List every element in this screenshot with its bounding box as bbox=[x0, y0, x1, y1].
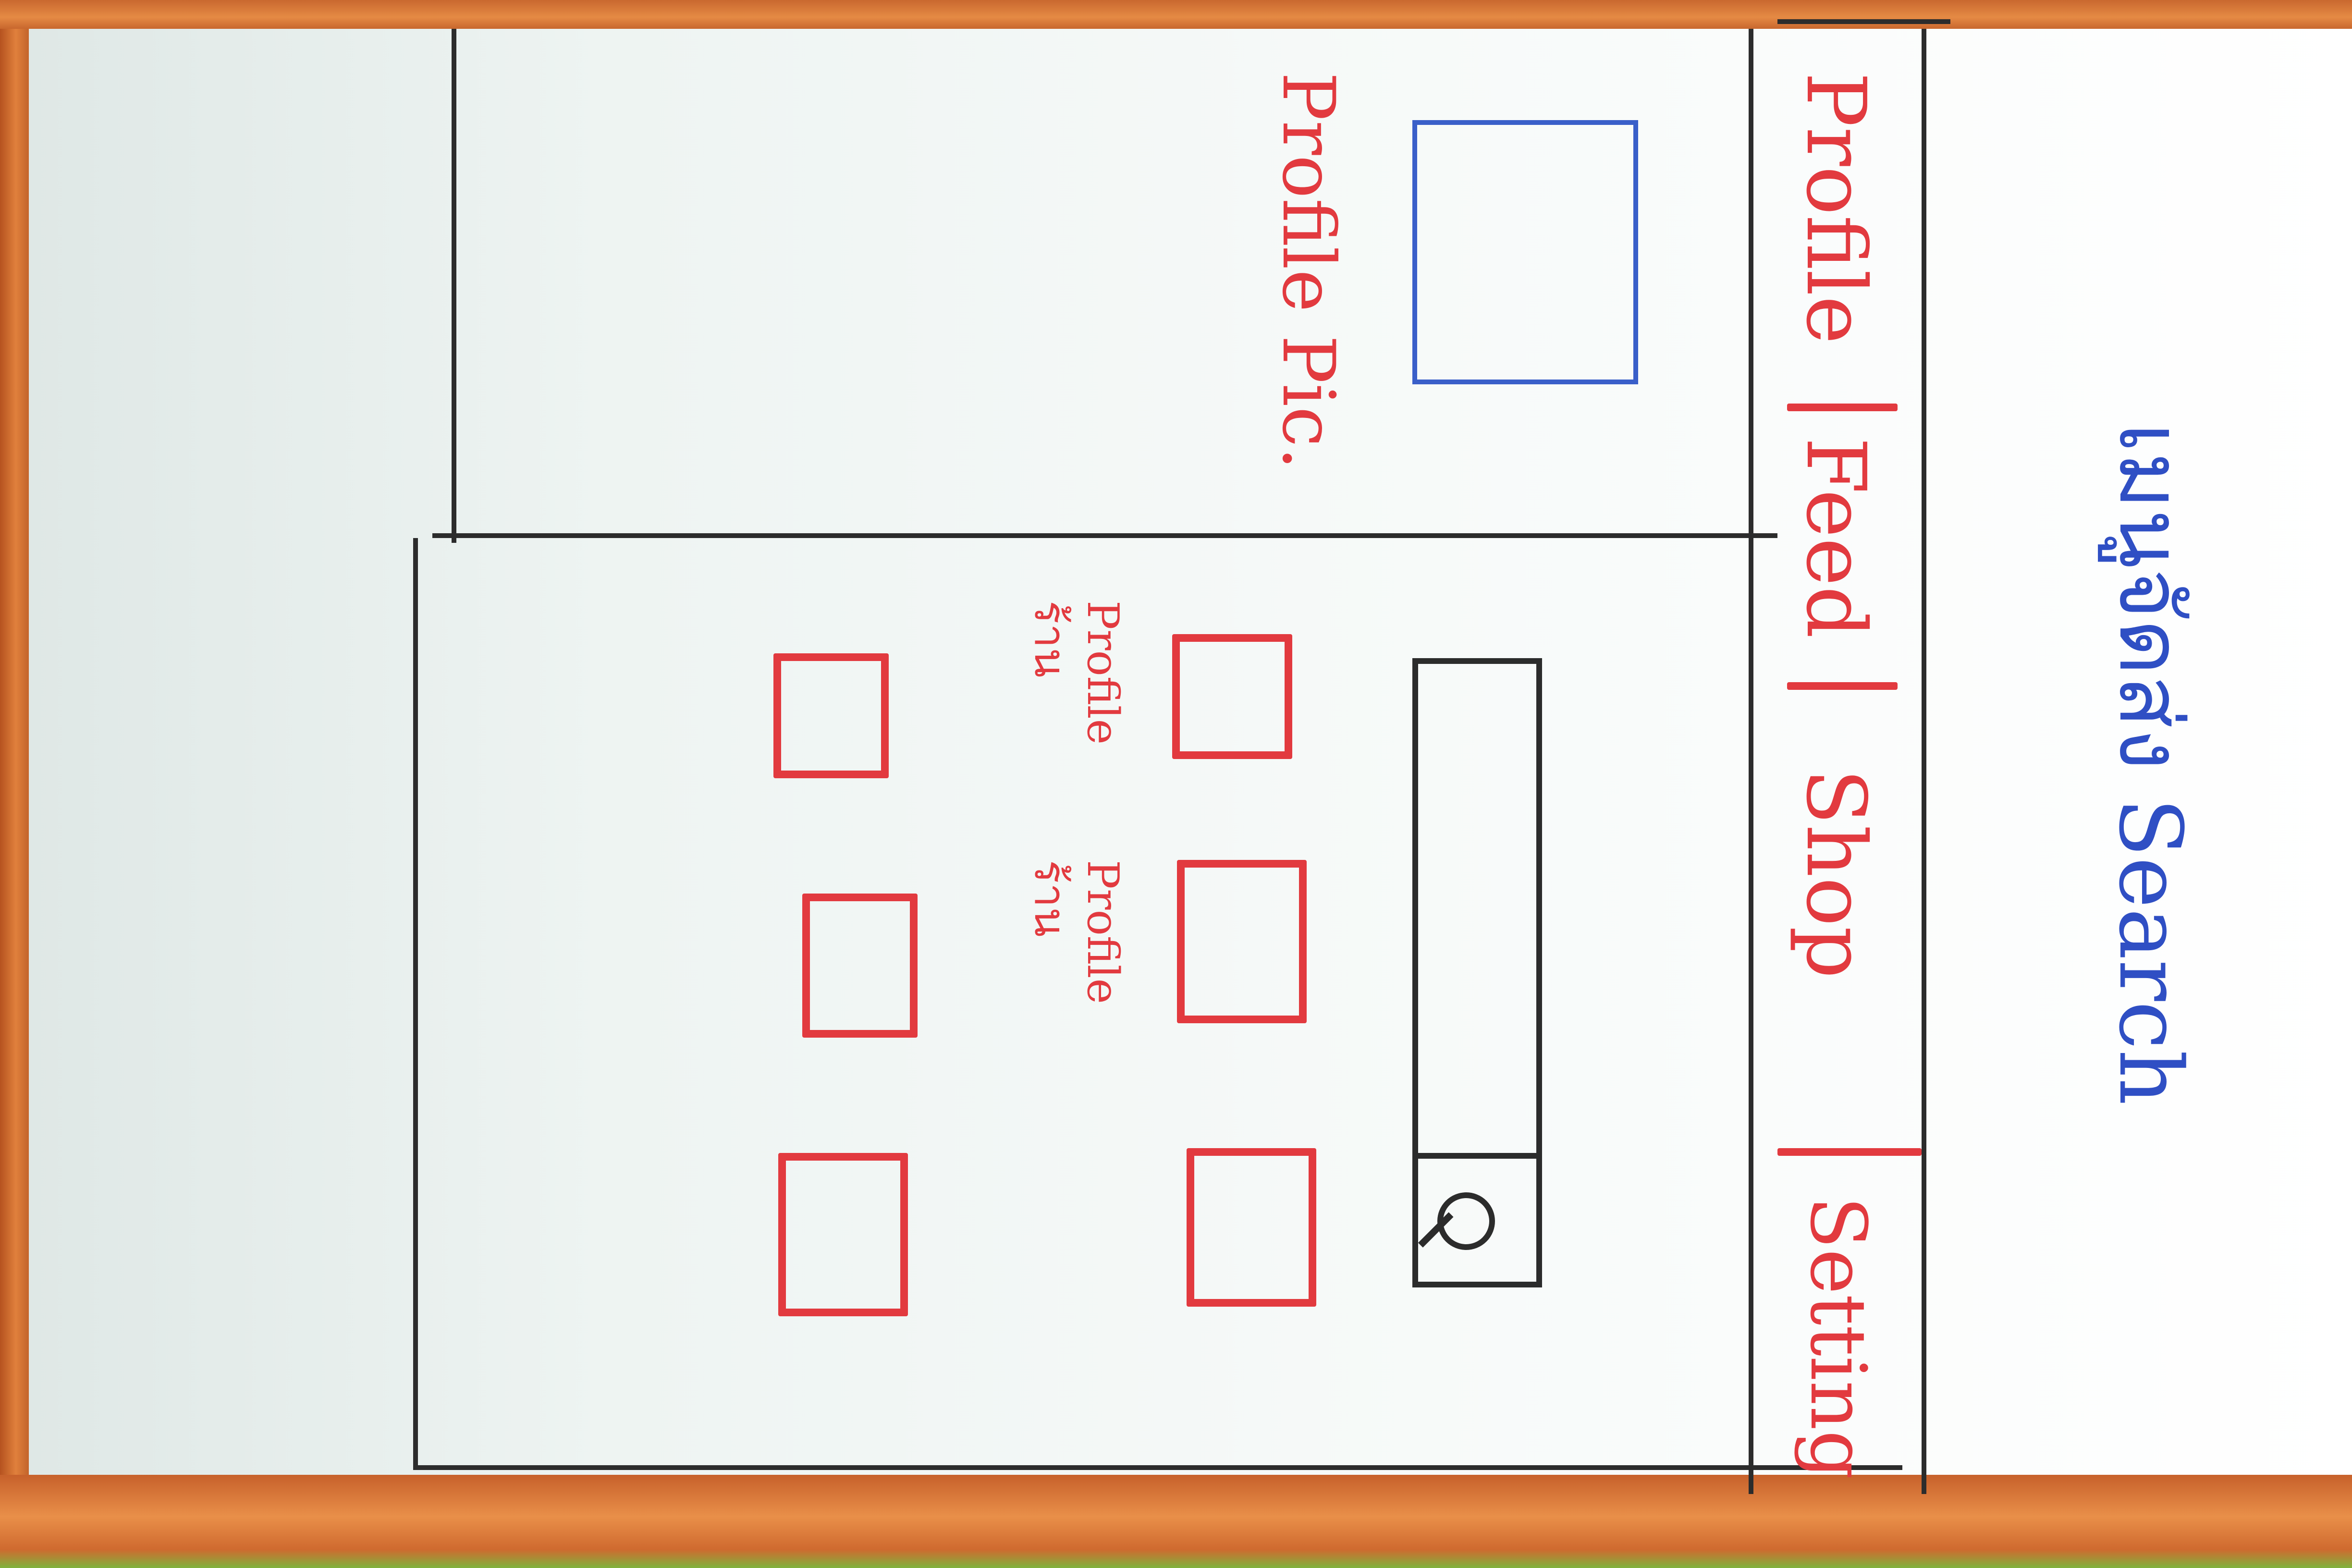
search-button[interactable] bbox=[1412, 1153, 1542, 1287]
shop-tile[interactable] bbox=[1187, 1148, 1316, 1307]
nav-separator bbox=[1787, 404, 1898, 411]
shop-tile[interactable] bbox=[1177, 860, 1307, 1023]
wireframe-section-divider bbox=[432, 533, 1777, 538]
page-title: เมนูจัดส่ง Search bbox=[2100, 423, 2200, 1105]
nav-bar-right-line bbox=[1922, 29, 1926, 1494]
tile-label: Profile ร้าน bbox=[1025, 600, 1128, 745]
nav-item-profile[interactable]: Profile bbox=[1788, 72, 1883, 344]
profile-pic-placeholder[interactable] bbox=[1412, 120, 1638, 384]
frame-top-edge bbox=[0, 0, 2352, 29]
wireframe-left-border bbox=[452, 29, 456, 543]
nav-item-feed[interactable]: Feed bbox=[1788, 437, 1883, 638]
tile-label: Profile ร้าน bbox=[1025, 860, 1128, 1004]
nav-bar-top-line bbox=[1777, 19, 1950, 24]
profile-pic-label: Profile Pic. bbox=[1266, 72, 1350, 470]
nav-bar-left-line bbox=[1749, 29, 1753, 1494]
shop-tile[interactable] bbox=[802, 894, 918, 1038]
nav-item-setting[interactable]: Setting bbox=[1793, 1196, 1883, 1480]
frame-left-edge bbox=[0, 0, 29, 1568]
nav-separator bbox=[1777, 1148, 1922, 1156]
wireframe-lower-left-border bbox=[413, 538, 418, 1470]
shop-tile[interactable] bbox=[778, 1153, 908, 1316]
frame-bottom-edge bbox=[0, 1475, 2352, 1568]
shop-tile[interactable] bbox=[773, 653, 889, 778]
nav-separator bbox=[1787, 682, 1898, 690]
search-input[interactable] bbox=[1412, 658, 1542, 1287]
nav-item-shop[interactable]: Shop bbox=[1788, 769, 1883, 979]
shop-tile[interactable] bbox=[1172, 634, 1292, 759]
wireframe-bottom-border bbox=[413, 1465, 1902, 1470]
